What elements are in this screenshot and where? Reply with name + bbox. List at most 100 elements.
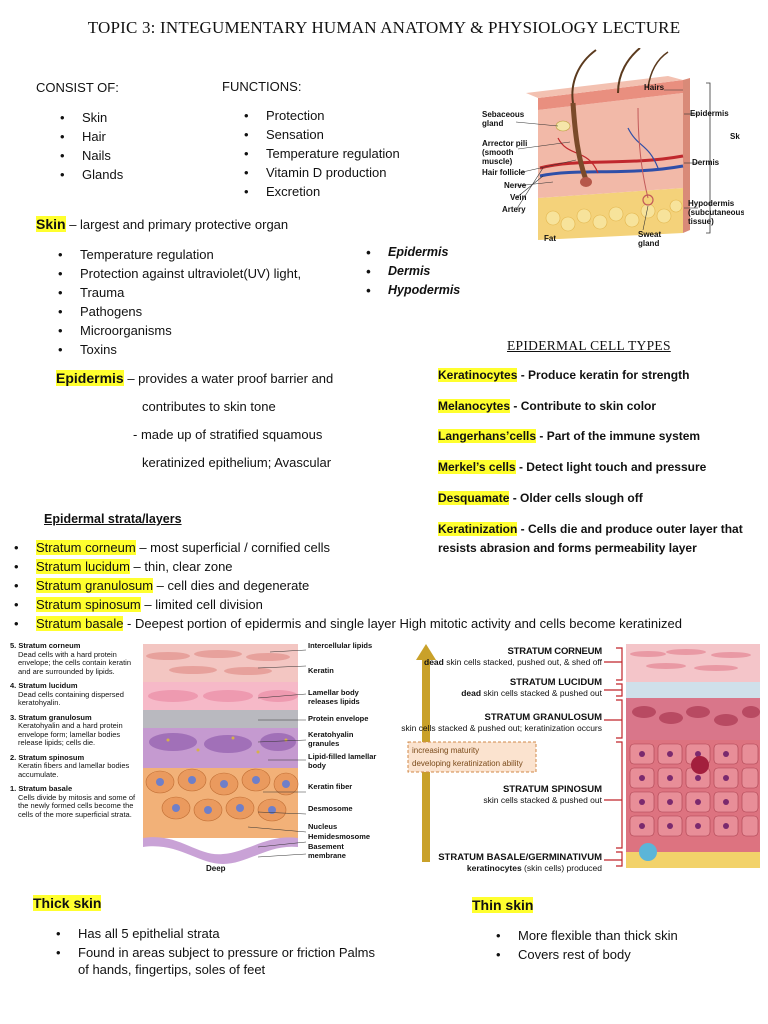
thick-right-labels: Intercellular lipids Keratin Lamellar bo…: [308, 641, 380, 860]
label-lamellar-body: Lamellar body releases lipids: [308, 688, 360, 706]
label-desmosome: Desmosome: [308, 804, 353, 813]
cell-type-desc: - Detect light touch and pressure: [515, 460, 707, 474]
label-hypodermis: Hypodermis (subcutaneous tissue): [688, 199, 744, 226]
consist-heading: CONSIST OF:: [36, 80, 119, 95]
layer-name: STRATUM LUCIDUM: [509, 677, 602, 688]
layer-desc: skin cells stacked & pushed out: [483, 795, 602, 805]
label-lipid-filled: Lipid-filled lamellar body: [308, 752, 377, 770]
consist-list: Skin Hair Nails Glands: [60, 108, 123, 184]
stratum-name: 3. Stratum granulosum: [10, 712, 92, 722]
functions-list: Protection Sensation Temperature regulat…: [244, 106, 400, 201]
layer-name: STRATUM GRANULOSUM: [484, 712, 602, 723]
list-item: Found in areas subject to pressure or fr…: [56, 943, 375, 962]
layer-desc: skin cells stacked & pushed out; keratin…: [401, 723, 602, 733]
list-item: Protection: [244, 106, 400, 125]
cell-type-langerhans: Langerhans’cells - Part of the immune sy…: [438, 427, 700, 445]
label-artery: Artery: [502, 205, 526, 214]
stratum-term: Stratum granulosum: [36, 578, 154, 593]
maturity-box-line-1: increasing maturity: [412, 746, 480, 755]
list-item: Skin: [60, 108, 123, 127]
cell-type-desc: - Older cells slough off: [509, 491, 643, 505]
list-item: Stratum lucidum – thin, clear zone: [14, 557, 682, 576]
cell-type-keratinocytes: Keratinocytes - Produce keratin for stre…: [438, 366, 689, 384]
maturity-box-line-2: developing keratinization ability: [412, 759, 523, 768]
list-item: Dermis: [366, 262, 460, 281]
epidermis-line-1: – provides a water proof barrier and: [123, 371, 334, 386]
list-item: Stratum spinosum – limited cell division: [14, 595, 682, 614]
epidermis-line-3: - made up of stratified squamous: [133, 427, 323, 442]
list-item: Temperature regulation: [244, 144, 400, 163]
stratum-desc: Keratin fibers and lamellar bodies accum…: [18, 761, 130, 779]
label-dermis: Dermis: [692, 158, 720, 167]
label-hair-follicle: Hair follicle: [482, 168, 526, 177]
cell-type-term: Desquamate: [438, 491, 510, 505]
list-item: Nails: [60, 146, 123, 165]
stratum-desc: Cells divide by mitosis and some of the …: [18, 792, 136, 819]
stratum-term: Stratum lucidum: [36, 559, 130, 574]
cell-type-desc: - Contribute to skin color: [510, 399, 657, 413]
label-basement-membrane: Basement membrane: [308, 842, 346, 860]
list-item: Stratum corneum – most superficial / cor…: [14, 538, 682, 557]
list-item: More flexible than thick skin: [496, 926, 678, 945]
cell-type-desc: - Produce keratin for strength: [517, 368, 690, 382]
label-nerve: Nerve: [504, 181, 527, 190]
skin-functions-list: Temperature regulation Protection agains…: [58, 245, 301, 359]
skin-term: Skin: [36, 216, 66, 232]
list-item: Sensation: [244, 125, 400, 144]
layer-name: STRATUM BASALE/GERMINATIVUM: [438, 852, 602, 863]
stratum-term: Stratum spinosum: [36, 597, 141, 612]
cell-type-term: Langerhans’cells: [438, 429, 537, 443]
list-item: Toxins: [58, 340, 301, 359]
label-intercellular-lipids: Intercellular lipids: [308, 641, 373, 650]
list-item: Epidermis: [366, 243, 460, 262]
label-arrector-pili: Arrector pili (smooth muscle): [482, 139, 528, 166]
stratum-desc: - Deepest portion of epidermis and singl…: [123, 616, 682, 631]
stratum-desc: – limited cell division: [140, 597, 263, 612]
stratum-name: 4. Stratum lucidum: [10, 681, 78, 690]
list-item: Microorganisms: [58, 321, 301, 340]
epidermis-term: Epidermis: [56, 370, 124, 386]
epidermis-line-2: contributes to skin tone: [142, 399, 276, 414]
cell-type-melanocytes: Melanocytes - Contribute to skin color: [438, 397, 656, 415]
cell-type-term: Merkel’s cells: [438, 460, 516, 474]
layer-desc-bold: dead: [424, 657, 444, 667]
label-epidermis: Epidermis: [690, 109, 729, 118]
label-keratin-fiber: Keratin fiber: [308, 782, 353, 791]
list-item: Covers rest of body: [496, 945, 678, 964]
layer-desc: skin cells stacked & pushed out: [481, 688, 602, 698]
cell-type-term: Keratinization: [438, 522, 518, 536]
label-keratin: Keratin: [308, 666, 334, 675]
thin-layer-spinosum: STRATUM SPINOSUM skin cells stacked & pu…: [483, 784, 602, 805]
cell-type-desc: - Cells die and produce outer layer that: [517, 522, 743, 536]
stratum-term: Stratum corneum: [36, 540, 136, 555]
cell-type-merkel: Merkel’s cells - Detect light touch and …: [438, 458, 706, 476]
stratum-desc: Dead cells with a hard protein envelope;…: [18, 649, 131, 676]
cell-types-heading: EPIDERMAL CELL TYPES: [507, 338, 671, 353]
thick-skin-continuation: of hands, fingertips, soles of feet: [78, 962, 266, 977]
strata-heading: Epidermal strata/layers: [44, 512, 182, 526]
layer-name: STRATUM CORNEUM: [507, 646, 603, 657]
stratum-name: 2. Stratum spinosum: [10, 752, 85, 762]
label-protein-envelope: Protein envelope: [308, 714, 369, 723]
label-hairs: Hairs: [644, 83, 665, 92]
label-sebaceous-gland: Sebaceous gland: [482, 110, 525, 128]
thin-skin-diagram: increasing maturity developing keratiniz…: [386, 640, 760, 873]
layer-desc: (skin cells) produced: [521, 863, 602, 873]
stratum-name: 1. Stratum basale: [10, 784, 73, 793]
stratum-desc: Dead cells containing dispersed keratohy…: [18, 689, 124, 707]
thin-layer-granulosum: STRATUM GRANULOSUM skin cells stacked & …: [401, 712, 602, 733]
thin-skin-label: Thin skin: [472, 897, 534, 913]
layer-desc-bold: dead: [461, 688, 482, 698]
list-item: Glands: [60, 165, 123, 184]
stratum-term: Stratum basale: [36, 616, 124, 631]
cell-type-keratinization: Keratinization - Cells die and produce o…: [438, 520, 743, 538]
skin-anatomy-diagram: Sebaceous gland Arrector pili (smooth mu…: [478, 47, 746, 258]
cell-type-term: Melanocytes: [438, 399, 511, 413]
label-sweat-gland: Sweat gland: [638, 230, 662, 248]
list-item: Protection against ultraviolet(UV) light…: [58, 264, 301, 283]
list-item: Hypodermis: [366, 281, 460, 300]
label-deep: Deep: [206, 864, 226, 873]
layer-desc-bold: keratinocytes: [466, 863, 522, 873]
thin-skin-list: More flexible than thick skin Covers res…: [496, 926, 678, 964]
